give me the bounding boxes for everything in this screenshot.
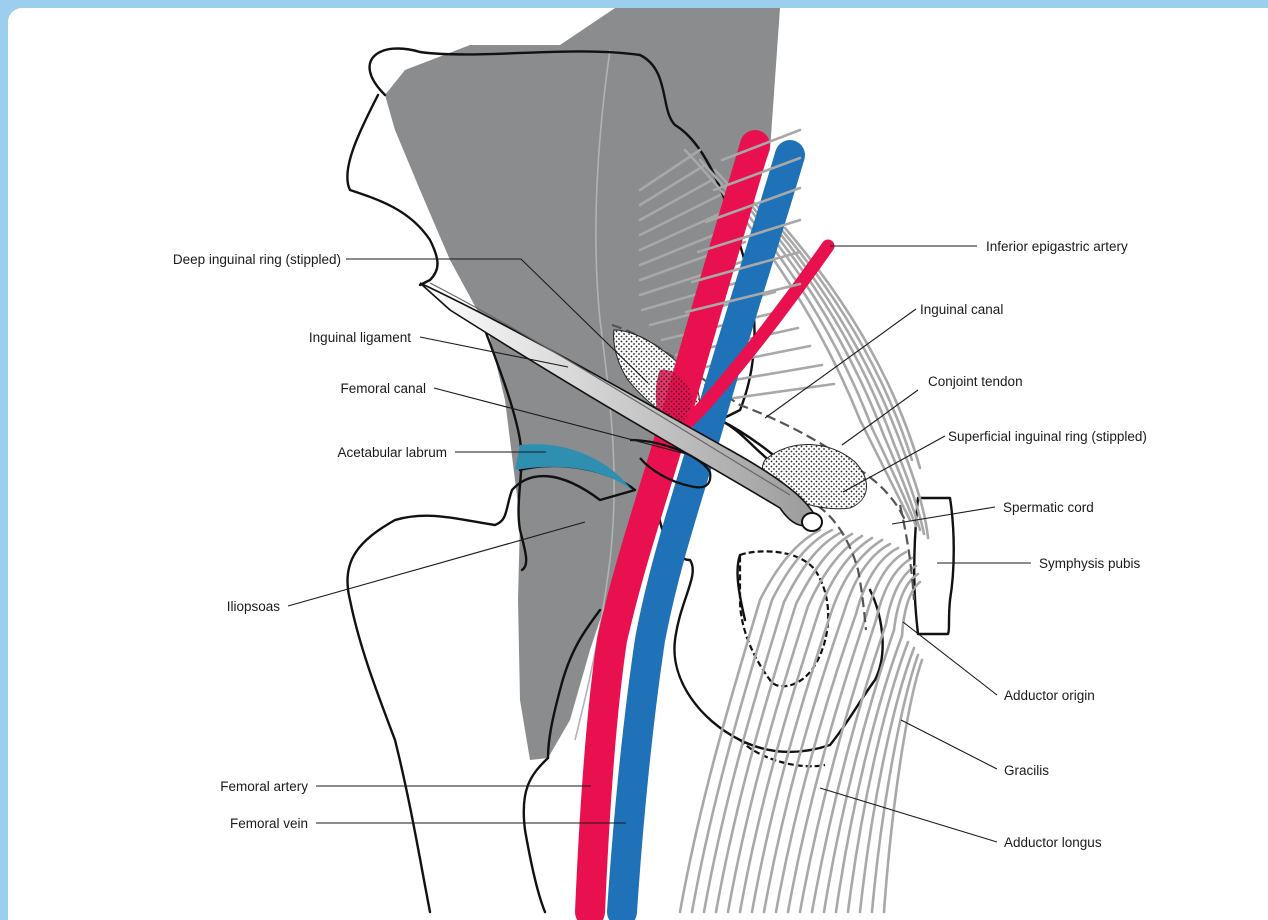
label-spermatic-cord: Spermatic cord	[1003, 500, 1094, 515]
label-femoral-vein: Femoral vein	[230, 816, 308, 831]
label-iliopsoas: Iliopsoas	[227, 599, 281, 614]
label-conjoint-tendon: Conjoint tendon	[928, 374, 1023, 389]
femur-lesser	[524, 758, 548, 912]
label-acetabular-labrum: Acetabular labrum	[337, 445, 447, 460]
diagram-frame: Deep inguinal ring (stippled) Inguinal l…	[8, 8, 1268, 920]
label-femoral-artery: Femoral artery	[220, 779, 308, 794]
groin-anatomy-diagram: Deep inguinal ring (stippled) Inguinal l…	[8, 8, 1268, 920]
label-inguinal-ligament: Inguinal ligament	[309, 330, 411, 345]
label-gracilis: Gracilis	[1004, 763, 1049, 778]
adductor-fibres	[680, 530, 922, 912]
label-symphysis-pubis: Symphysis pubis	[1039, 556, 1141, 571]
label-superficial-inguinal-ring: Superficial inguinal ring (stippled)	[948, 429, 1147, 444]
label-femoral-canal: Femoral canal	[340, 381, 426, 396]
pubic-tubercle	[802, 513, 822, 531]
label-inferior-epigastric-artery: Inferior epigastric artery	[986, 239, 1128, 254]
label-adductor-origin: Adductor origin	[1004, 688, 1095, 703]
label-deep-inguinal-ring: Deep inguinal ring (stippled)	[173, 252, 341, 267]
label-adductor-longus: Adductor longus	[1004, 835, 1102, 850]
label-inguinal-canal: Inguinal canal	[920, 302, 1003, 317]
